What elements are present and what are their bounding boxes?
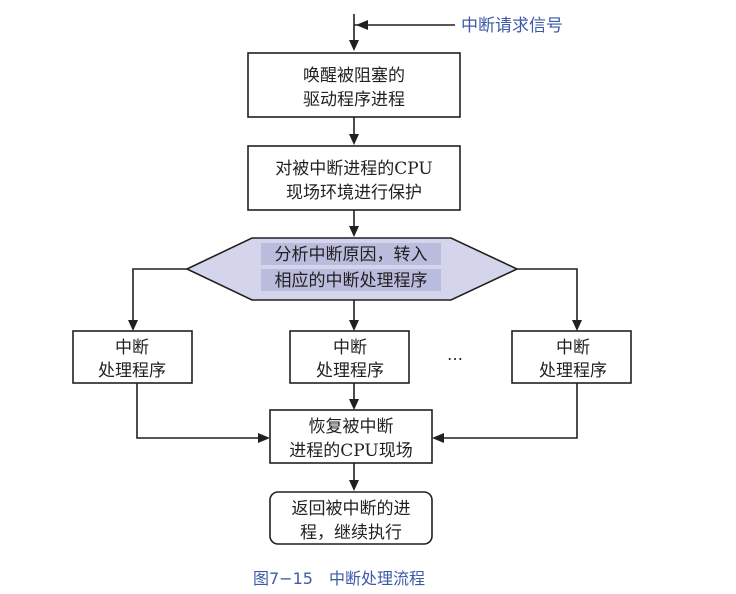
arrowhead-left-restore bbox=[258, 433, 270, 443]
arrowhead-analyze-left bbox=[128, 320, 138, 331]
node-handler-left-line-2: 处理程序 bbox=[98, 361, 166, 381]
node-restore: 恢复被中断 进程的CPU现场 bbox=[269, 409, 433, 464]
node-return: 返回被中断的进 程，继续执行 bbox=[269, 491, 433, 545]
node-save: 对被中断进程的CPU 现场环境进行保护 bbox=[247, 145, 461, 211]
ellipsis-more-handlers: … bbox=[447, 345, 463, 364]
edge-right-restore bbox=[436, 383, 578, 439]
figure-caption: 图7−15 中断处理流程 bbox=[253, 569, 425, 588]
input-signal-label: 中断请求信号 bbox=[461, 16, 563, 36]
arrowhead-signal bbox=[356, 20, 368, 30]
arrowhead-right-restore bbox=[432, 433, 444, 443]
edge-analyze-right bbox=[517, 268, 578, 326]
edge-left-restore bbox=[136, 383, 266, 439]
arrowhead-restore-return bbox=[349, 480, 359, 491]
node-handler-mid: 中断 处理程序 bbox=[289, 330, 410, 384]
node-restore-line-1: 恢复被中断 bbox=[309, 417, 394, 437]
arrowhead-mid-restore bbox=[349, 399, 359, 410]
node-wake-line-2: 驱动程序进程 bbox=[303, 90, 405, 110]
arrowhead-entry bbox=[349, 40, 359, 51]
node-analyze-line-2: 相应的中断处理程序 bbox=[275, 271, 428, 291]
arrowhead-wake-save bbox=[349, 134, 359, 145]
node-handler-left: 中断 处理程序 bbox=[72, 330, 193, 384]
node-handler-right: 中断 处理程序 bbox=[511, 330, 632, 384]
node-restore-line-2: 进程的CPU现场 bbox=[289, 441, 412, 461]
node-wake: 唤醒被阻塞的 驱动程序进程 bbox=[247, 52, 461, 118]
node-analyze-line-1: 分析中断原因，转入 bbox=[275, 245, 428, 265]
node-analyze: 分析中断原因，转入 相应的中断处理程序 bbox=[185, 237, 519, 301]
node-handler-right-line-2: 处理程序 bbox=[539, 361, 607, 381]
node-return-line-2: 程，继续执行 bbox=[300, 523, 402, 543]
arrowhead-save-analyze bbox=[349, 226, 359, 237]
node-save-line-1: 对被中断进程的CPU bbox=[275, 159, 432, 179]
node-handler-mid-line-1: 中断 bbox=[333, 338, 367, 358]
node-handler-mid-line-2: 处理程序 bbox=[316, 361, 384, 381]
node-handler-left-line-1: 中断 bbox=[115, 338, 149, 358]
node-handler-right-line-1: 中断 bbox=[556, 338, 590, 358]
node-save-line-2: 现场环境进行保护 bbox=[286, 183, 422, 203]
arrowhead-analyze-right bbox=[572, 320, 582, 331]
edge-analyze-left bbox=[132, 268, 187, 326]
node-wake-line-1: 唤醒被阻塞的 bbox=[303, 66, 405, 86]
node-return-line-1: 返回被中断的进 bbox=[292, 499, 411, 519]
arrowhead-analyze-mid bbox=[349, 320, 359, 331]
